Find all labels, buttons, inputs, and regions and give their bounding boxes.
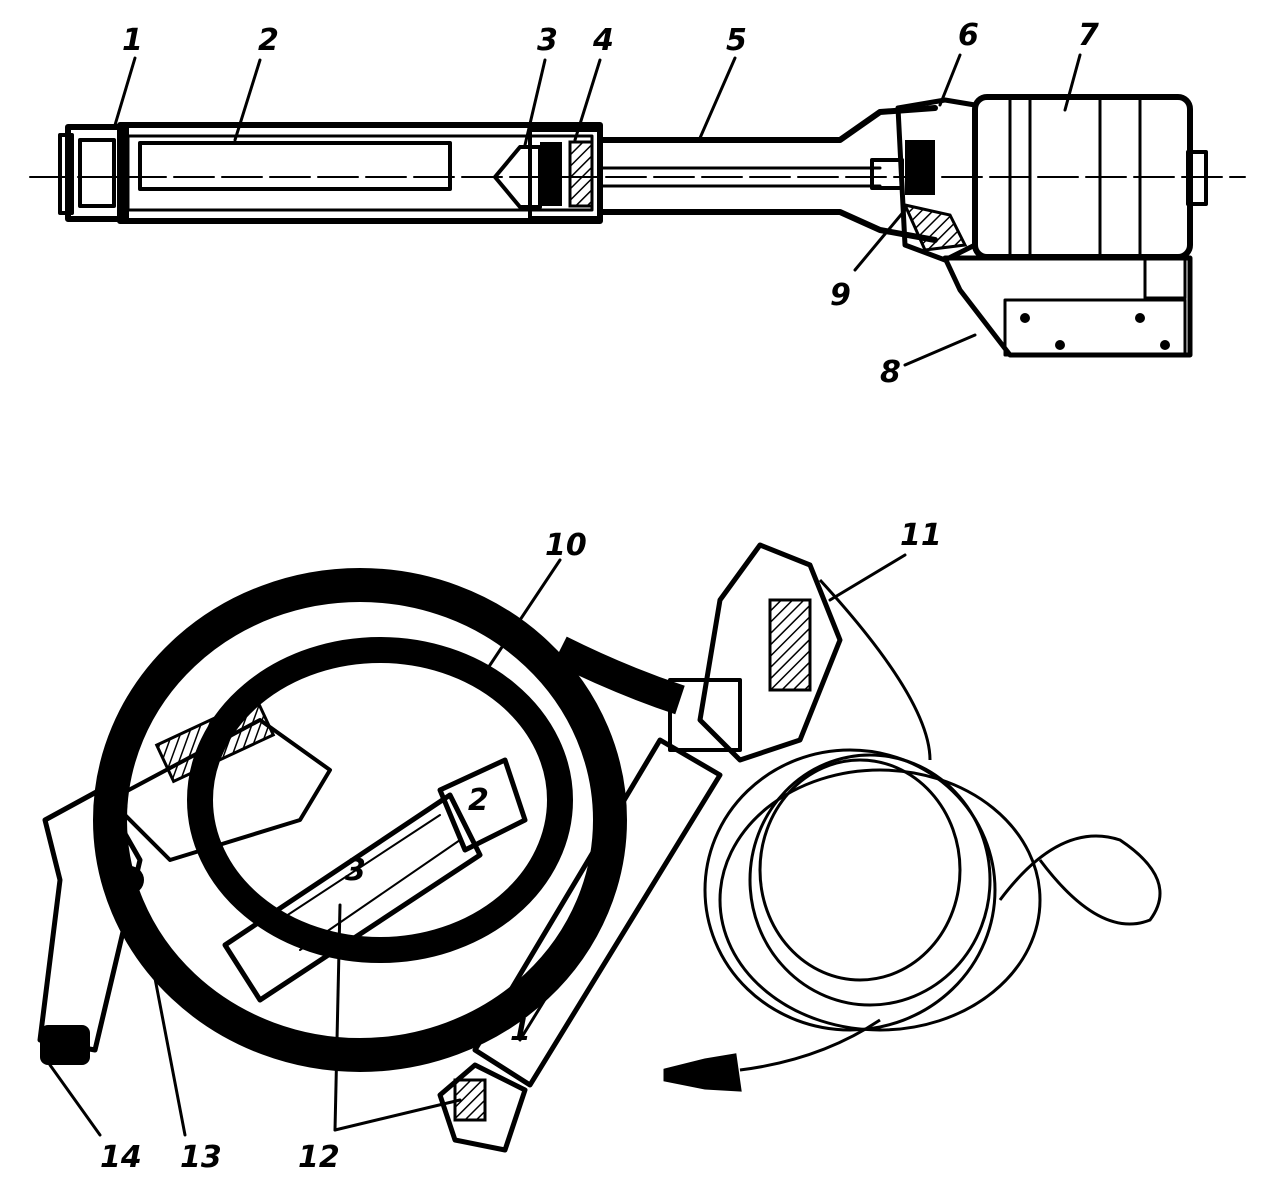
callout-2: 2 (258, 23, 279, 58)
power-cable (663, 578, 1162, 1092)
callout-13: 13 (180, 1140, 222, 1175)
callout-1: 1 (122, 23, 143, 58)
eccentric (138, 141, 452, 191)
tube-section-2 (437, 757, 528, 853)
callout-8: 8 (880, 355, 901, 390)
callout-14: 14 (100, 1140, 142, 1175)
switch-box (668, 542, 843, 763)
section-mark-2: 2 (468, 783, 489, 818)
callout-12: 12 (298, 1140, 340, 1175)
bottom-leaders (48, 553, 907, 1137)
electric-motor (972, 94, 1208, 260)
mounting-base (942, 255, 1193, 358)
end-cap-spare (437, 1062, 528, 1153)
callout-3: 3 (537, 23, 558, 58)
vibrator-grip (37, 696, 332, 1065)
end-cap (58, 124, 129, 222)
top-leaders (113, 53, 1082, 367)
callout-5: 5 (726, 23, 747, 58)
callout-9: 9 (830, 278, 851, 313)
tube-section-1 (472, 737, 723, 1088)
section-mark-3: 3 (345, 853, 366, 888)
callout-6: 6 (958, 18, 979, 53)
flexible-shaft (597, 105, 938, 243)
section-mark-1: 1 (510, 1013, 531, 1048)
callout-7: 7 (1078, 18, 1099, 53)
callout-11: 11 (900, 518, 942, 553)
vibrator-tube-sections: 1 2 3 (222, 737, 723, 1088)
bearing (528, 128, 602, 220)
cable-plug (663, 1053, 742, 1092)
callout-10: 10 (545, 528, 587, 563)
callout-4: 4 (592, 23, 614, 58)
sectional-view: 1 2 3 4 5 6 7 9 8 (29, 18, 1246, 390)
general-view: 1 2 3 (37, 518, 1162, 1175)
tube-section-3 (222, 792, 483, 1003)
